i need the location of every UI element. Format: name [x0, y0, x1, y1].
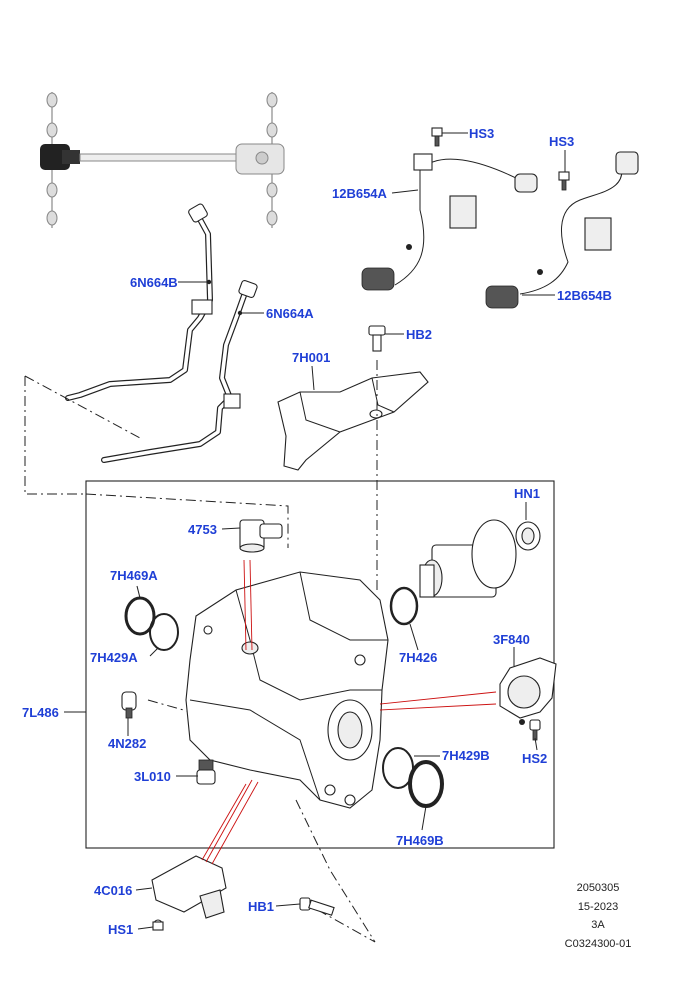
callout-hs3-a[interactable]: HS3 [469, 126, 494, 141]
reference-line-3: 3A [591, 919, 605, 931]
callout-7l486[interactable]: 7L486 [22, 705, 59, 720]
bolt-hs3-b[interactable] [558, 171, 570, 191]
bolt-hb2[interactable] [368, 325, 386, 352]
callout-7h429a[interactable]: 7H429A [90, 650, 138, 665]
callout-4n282[interactable]: 4N282 [108, 736, 146, 751]
callout-hn1[interactable]: HN1 [514, 486, 540, 501]
heat-shield-7h001[interactable] [277, 371, 429, 471]
callout-hs2[interactable]: HS2 [522, 751, 547, 766]
callout-4c016[interactable]: 4C016 [94, 883, 132, 898]
driveline-overview-thumbnail [40, 92, 285, 228]
cover-3f840[interactable] [499, 657, 557, 725]
callout-hs1[interactable]: HS1 [108, 922, 133, 937]
callout-3f840[interactable]: 3F840 [493, 632, 530, 647]
callout-12b654b[interactable]: 12B654B [557, 288, 612, 303]
callout-7h469a[interactable]: 7H469A [110, 568, 158, 583]
seal-7h426[interactable] [389, 586, 419, 626]
seal-7h429a[interactable] [149, 613, 179, 651]
wiring-harness-12b654b[interactable] [485, 151, 639, 309]
reference-line-2: 15-2023 [578, 901, 618, 913]
plug-4n282[interactable] [121, 691, 137, 719]
bolt-hs2[interactable] [529, 719, 541, 741]
seal-7h469b[interactable] [408, 760, 444, 808]
callout-hb1[interactable]: HB1 [248, 899, 274, 914]
callout-7h001[interactable]: 7H001 [292, 350, 330, 365]
wiring-harness-12b654a[interactable] [361, 153, 538, 291]
breather-hose-6n664a[interactable] [101, 279, 258, 463]
callout-4753[interactable]: 4753 [188, 522, 217, 537]
callout-7h426[interactable]: 7H426 [399, 650, 437, 665]
control-module-4c016[interactable] [151, 855, 227, 929]
callout-12b654a[interactable]: 12B654A [332, 186, 388, 201]
callout-3l010[interactable]: 3L010 [134, 769, 171, 784]
callout-hs3-b[interactable]: HS3 [549, 134, 574, 149]
breather-hose-6n664b[interactable] [65, 203, 213, 401]
reference-line-1: 2050305 [577, 882, 620, 894]
callout-7h429b[interactable]: 7H429B [442, 748, 490, 763]
reference-block: 2050305 15-2023 3A C0324300-01 [565, 882, 632, 950]
callout-6n664a[interactable]: 6N664A [266, 306, 314, 321]
callout-6n664b[interactable]: 6N664B [130, 275, 178, 290]
reference-line-4: C0324300-01 [565, 938, 632, 950]
transfer-case-7l486[interactable] [185, 571, 389, 809]
callout-hb2[interactable]: HB2 [406, 327, 432, 342]
bolt-hb1[interactable] [299, 897, 335, 916]
speed-sensor-4753[interactable] [239, 519, 283, 553]
drain-plug-3l010[interactable] [196, 759, 216, 785]
nut-hn1[interactable] [515, 521, 541, 551]
output-flange[interactable] [419, 519, 517, 598]
callout-7h469b[interactable]: 7H469B [396, 833, 444, 848]
bolt-hs3-a[interactable] [431, 127, 443, 147]
bolt-hs1[interactable] [152, 921, 164, 931]
